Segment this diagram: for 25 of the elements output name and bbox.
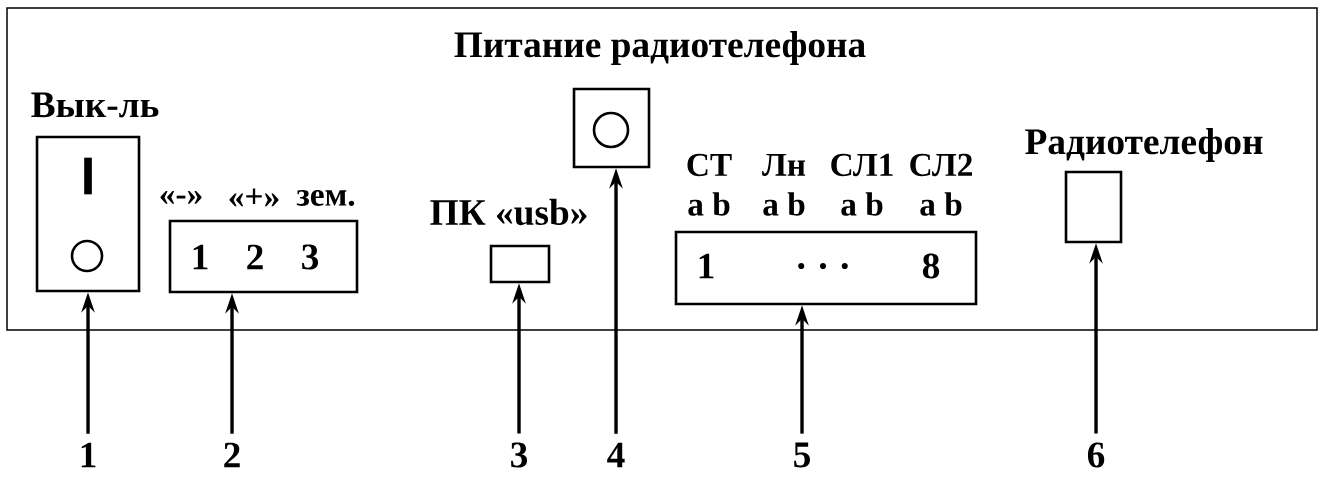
heading-label: Вык-ль [31, 92, 159, 118]
pin-label: СТ [687, 153, 732, 177]
pin-label: a b [920, 192, 962, 216]
switch: I [35, 135, 141, 293]
callout-number: 1 [81, 442, 96, 468]
heading-label: Питание радиотелефона [454, 31, 866, 65]
pin-label: Лн [762, 153, 806, 177]
callout-number: 3 [511, 442, 528, 468]
pin-label: a b [841, 192, 883, 216]
callout-number: 5 [794, 442, 810, 468]
pin-label: СЛ2 [910, 153, 972, 177]
pin-label: зем. [296, 189, 355, 207]
callout-number: 6 [1087, 442, 1105, 468]
callout-number: 4 [607, 442, 625, 468]
pin-label: СЛ1 [831, 153, 893, 177]
pin-label: «+» [229, 188, 279, 207]
pin-label: a b [688, 192, 730, 216]
terminal-block: 1 2 3 [168, 219, 359, 294]
heading-label: Радиотелефон [1025, 128, 1263, 162]
pin-label: a b [763, 192, 805, 216]
panel-frame [6, 7, 1318, 331]
heading-label: ПК «usb» [430, 198, 587, 226]
callout-number: 2 [224, 442, 240, 468]
pin-label: «-» [160, 191, 202, 204]
terminal-block: 1 . . . 8 [674, 230, 978, 306]
